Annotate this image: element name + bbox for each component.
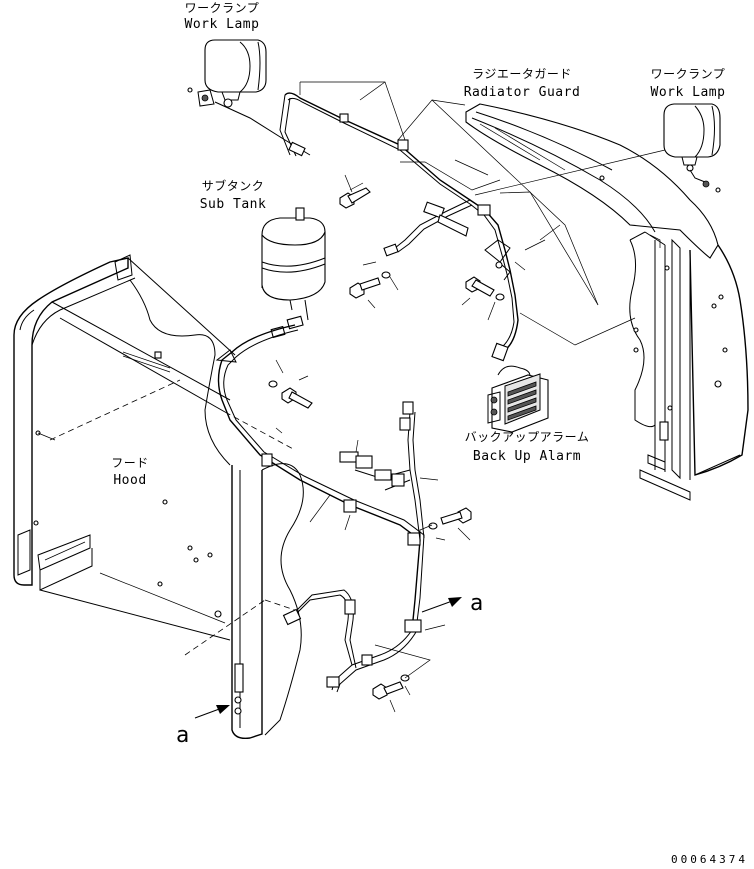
hood-en-label: Hood xyxy=(113,473,146,488)
drawing-number: 00064374 xyxy=(671,853,748,866)
hidden-lines xyxy=(37,379,296,656)
sub-tank-en-label: Sub Tank xyxy=(200,197,267,212)
view-arrow-lower xyxy=(194,705,230,719)
work-lamp-right-jp-label: ワークランプ xyxy=(651,67,726,81)
back-up-alarm xyxy=(487,365,549,433)
radiator-guard-jp-label: ラジエータガード xyxy=(472,67,572,81)
wire-harness-upper xyxy=(279,92,519,362)
work-lamp-right-en-label: Work Lamp xyxy=(651,85,726,100)
hood-jp-label: フード xyxy=(111,456,149,470)
wire-harness-hood xyxy=(215,324,425,693)
work-lamp-left-en-label: Work Lamp xyxy=(185,17,260,32)
sub-tank-jp-label: サブタンク xyxy=(202,178,265,193)
back-up-alarm-en-label: Back Up Alarm xyxy=(473,449,581,464)
back-up-alarm-jp-label: バックアップアラーム xyxy=(465,430,590,444)
fasteners xyxy=(268,182,505,700)
radiator-guard xyxy=(465,103,749,501)
work-lamp-left xyxy=(187,39,311,156)
view-arrow-upper xyxy=(421,597,462,613)
radiator-guard-en-label: Radiator Guard xyxy=(464,85,581,100)
work-lamp-right xyxy=(663,103,721,193)
view-a-lower-label: a xyxy=(176,723,189,748)
sub-tank xyxy=(261,207,326,339)
hood-frame xyxy=(13,254,304,740)
leader-lines xyxy=(275,81,666,713)
view-a-upper-label: a xyxy=(470,591,483,616)
work-lamp-left-jp-label: ワークランプ xyxy=(185,1,260,15)
